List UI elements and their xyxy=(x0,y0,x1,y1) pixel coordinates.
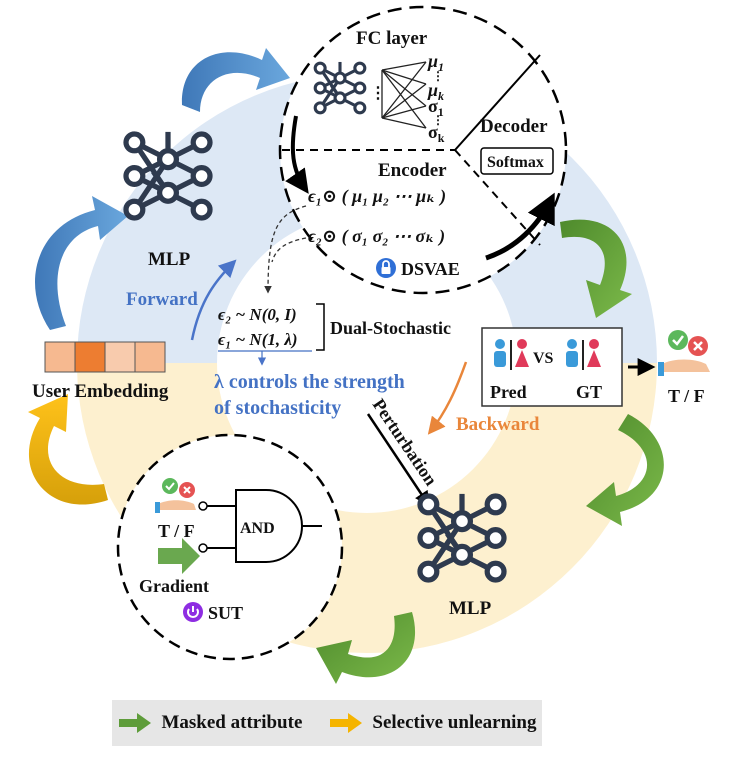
eps1-link-arrow xyxy=(264,205,307,294)
pred-label: Pred xyxy=(490,382,527,402)
legend-selective-unlearning: Selective unlearning xyxy=(328,712,537,734)
sut-check-cross-icon xyxy=(155,478,196,513)
sut-module: T / F AND Gradient SUT xyxy=(116,433,344,661)
blue-arrow-to-mlp xyxy=(35,196,128,330)
encoder-flow-arrow xyxy=(285,115,309,194)
softmax-label: Softmax xyxy=(487,154,544,171)
green-arrow-to-sut xyxy=(316,612,416,684)
blue-arrow-to-encoder xyxy=(181,48,290,112)
green-arrow-to-mlp xyxy=(586,414,664,526)
bracket xyxy=(316,303,325,351)
sigma-dots: ⋮ xyxy=(432,113,444,127)
mu-dots: ⋮ xyxy=(432,69,444,83)
forward-arrow xyxy=(190,259,237,341)
lock-icon xyxy=(376,258,396,278)
perturbation-label: Perturbation xyxy=(369,395,441,489)
sut-tf-label: T / F xyxy=(158,521,195,541)
dual-stochastic-label: Dual-Stochastic xyxy=(330,318,451,338)
softmax-box xyxy=(480,147,554,175)
stochastic-block: ϵ₂ ~ N(0, I) ϵ₁ ~ N(1, λ) Dual-Stochasti… xyxy=(214,303,451,419)
eps2-link-arrow xyxy=(271,237,307,263)
fc-ellipsis: ⋮ xyxy=(370,85,386,102)
yellow-arrow-to-embedding xyxy=(28,394,108,505)
legend-masked-attribute: Masked attribute xyxy=(117,712,302,734)
gt-label: GT xyxy=(576,382,602,402)
mlp-bottom-label: MLP xyxy=(449,598,492,619)
and-label: AND xyxy=(240,520,275,537)
fc-layer-label: FC layer xyxy=(356,28,428,49)
dsvae-label: DSVAE xyxy=(401,259,460,279)
gradient-arrow-icon xyxy=(158,538,200,574)
pred-person-icons xyxy=(494,339,529,370)
encoder-label: Encoder xyxy=(378,160,447,181)
legend: Masked attribute Selective unlearning xyxy=(112,700,542,746)
green-arrow-to-compare xyxy=(560,219,632,318)
lambda-text-line1: λ controls the strength xyxy=(214,371,405,393)
forward-label: Forward xyxy=(126,289,198,310)
lambda-text-line2: of stochasticity xyxy=(214,397,341,419)
flow-arrows xyxy=(28,48,664,684)
sut-icon xyxy=(183,602,203,622)
check-cross-hand-icon xyxy=(658,330,710,376)
gradient-label: Gradient xyxy=(139,576,209,596)
yellow-arrow-icon xyxy=(330,713,363,733)
pred-gt-compare-box: VS Pred GT xyxy=(481,327,623,407)
decoder-flow-arrow xyxy=(485,192,555,261)
dsvae-module: FC layer ⋮ μ1 ⋮ μk σ1 ⋮ σk Decoder Softm… xyxy=(278,5,568,295)
mlp-top-label: MLP xyxy=(148,249,191,270)
legend-selective-unlearning-label: Selective unlearning xyxy=(372,712,537,733)
sigma-k: σk xyxy=(428,122,445,145)
user-embedding-label: User Embedding xyxy=(32,381,169,402)
backward-label: Backward xyxy=(456,414,540,435)
green-arrow-icon xyxy=(119,713,152,733)
eps1-distribution: ϵ₁ ~ N(1, λ) xyxy=(218,330,298,349)
mu-1: μ1 xyxy=(427,51,444,74)
and-gate xyxy=(235,489,303,563)
fc-connections xyxy=(381,61,427,129)
user-embedding-vector xyxy=(44,341,166,373)
sut-label: SUT xyxy=(208,603,243,623)
perturbation-arrow xyxy=(366,413,430,507)
sigma-1: σ1 xyxy=(428,96,444,119)
tf-right-label: T / F xyxy=(668,386,705,406)
decoder-label: Decoder xyxy=(480,116,548,137)
vs-label: VS xyxy=(533,350,554,367)
mu-k: μk xyxy=(427,80,444,103)
backward-arrow xyxy=(427,361,468,435)
eps2-distribution: ϵ₂ ~ N(0, I) xyxy=(218,305,297,324)
legend-masked-attribute-label: Masked attribute xyxy=(161,712,303,733)
eps1-mu-vector: ϵ₁⊙ ( μ₁ μ₂ ⋯ μₖ ) xyxy=(308,186,446,207)
eps2-sigma-vector: ϵ₂⊙ ( σ₁ σ₂ ⋯ σₖ ) xyxy=(308,226,445,247)
gt-person-icons xyxy=(566,339,601,370)
